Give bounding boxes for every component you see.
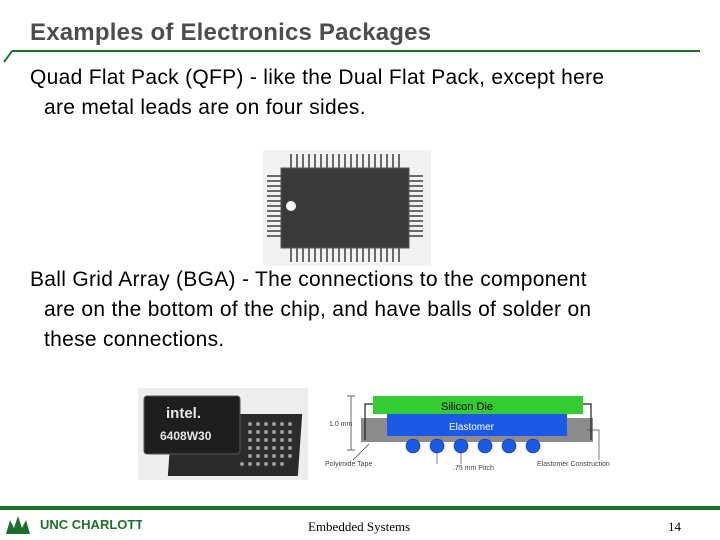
bga-front-chip: intel. 6408W30 bbox=[143, 395, 241, 455]
qfp-description-line2: are metal leads are on four sides. bbox=[44, 96, 366, 119]
bga-brand-label: intel. bbox=[166, 405, 201, 422]
qfp-body bbox=[281, 168, 409, 248]
qfp-right-leads bbox=[409, 175, 423, 237]
bga-part-label: 6408W30 bbox=[160, 429, 212, 443]
bga-description-line3: these connections. bbox=[44, 328, 225, 351]
solder-balls bbox=[405, 438, 541, 454]
height-label: 1.0 mm bbox=[329, 421, 353, 428]
footer-divider bbox=[0, 506, 720, 510]
polyimide-label: Polyimide Tape bbox=[325, 461, 372, 468]
slide-title: Examples of Electronics Packages bbox=[30, 19, 432, 46]
qfp-bottom-leads bbox=[290, 248, 400, 262]
silicon-die bbox=[373, 396, 583, 414]
bga-description: Ball Grid Array (BGA) - The connections … bbox=[30, 265, 680, 355]
qfp-pin1-dot bbox=[286, 201, 296, 211]
bga-chip-image: intel. 6408W30 bbox=[138, 388, 308, 480]
unc-charlotte-logo: UNC CHARLOTTE bbox=[6, 516, 142, 534]
bga-cross-section-diagram: 1.0 mm Elastomer Silicon Die Polyimide T… bbox=[325, 395, 610, 472]
height-marker bbox=[347, 395, 355, 451]
qfp-description-line1: Quad Flat Pack (QFP) - like the Dual Fla… bbox=[30, 66, 605, 89]
qfp-description: Quad Flat Pack (QFP) - like the Dual Fla… bbox=[30, 63, 680, 123]
construction-label: Elastomer Construction bbox=[537, 461, 610, 468]
bga-description-line2: are on the bottom of the chip, and have … bbox=[44, 298, 592, 321]
silicon-die-label: Silicon Die bbox=[441, 401, 493, 413]
bga-description-line1: Ball Grid Array (BGA) - The connections … bbox=[30, 268, 587, 291]
title-underline bbox=[3, 50, 700, 63]
footer-course-title: Embedded Systems bbox=[308, 519, 411, 534]
qfp-left-leads bbox=[267, 175, 281, 237]
qfp-chip-image bbox=[263, 150, 431, 266]
pitch-label: .75 mm Pitch bbox=[453, 465, 494, 472]
crown-icon bbox=[6, 516, 30, 534]
logo-text: UNC CHARLOTTE bbox=[40, 517, 142, 532]
elastomer-label: Elastomer bbox=[449, 422, 495, 433]
qfp-top-leads bbox=[290, 154, 400, 168]
elastomer-layer bbox=[387, 414, 567, 436]
page-number: 14 bbox=[668, 519, 681, 534]
